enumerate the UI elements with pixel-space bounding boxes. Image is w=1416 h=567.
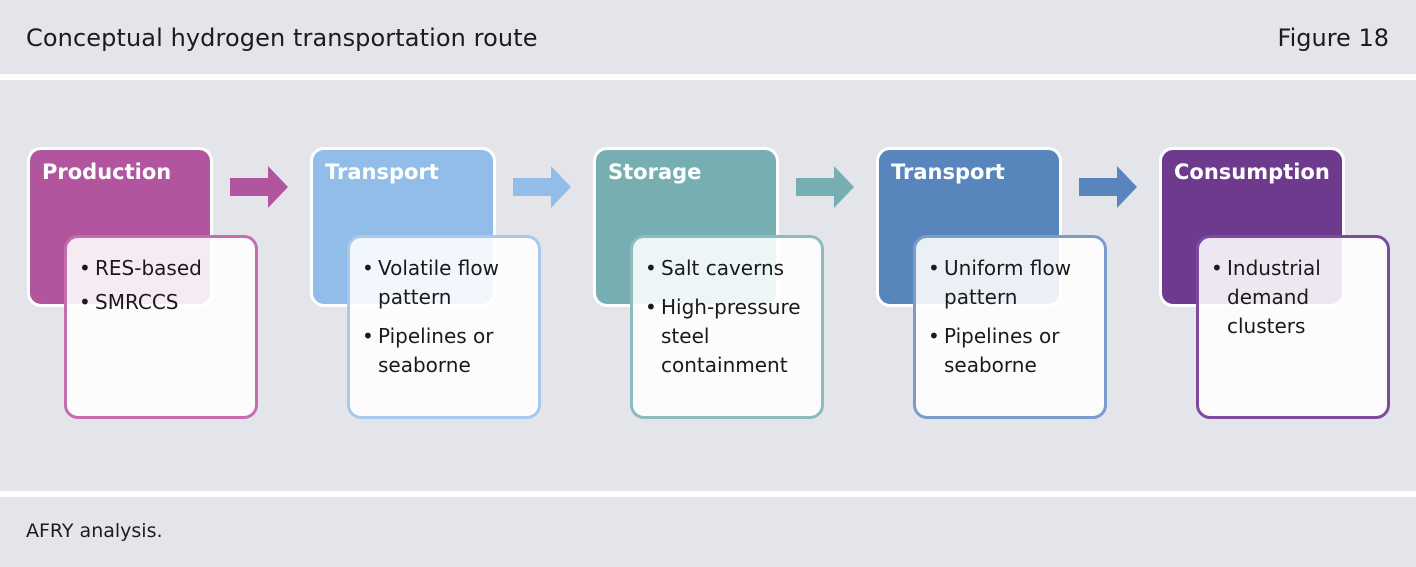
flow-arrow-icon — [230, 166, 288, 208]
source-note: AFRY analysis. — [26, 520, 163, 542]
footer-band — [0, 497, 1416, 567]
stage-title: Storage — [608, 160, 702, 184]
arrow-shape — [513, 166, 571, 208]
stage-title: Production — [42, 160, 172, 184]
detail-item: Salt caverns — [645, 254, 811, 283]
stage-transport-2-details: Uniform flow pattern Pipelines or seabor… — [913, 235, 1107, 419]
stage-title: Consumption — [1174, 160, 1330, 184]
stage-production-details: RES-based SMRCCS — [64, 235, 258, 419]
detail-item: Volatile flow pattern — [362, 254, 528, 312]
detail-item: High-pressure steel containment — [645, 293, 811, 380]
stage-storage-details: Salt caverns High-pressure steel contain… — [630, 235, 824, 419]
detail-item: RES-based — [79, 254, 245, 283]
stage-transport-details: Volatile flow pattern Pipelines or seabo… — [347, 235, 541, 419]
header-band — [0, 0, 1416, 74]
arrow-shape — [230, 166, 288, 208]
flow-arrow-icon — [513, 166, 571, 208]
stage-title: Transport — [891, 160, 1005, 184]
flow-arrow-icon — [1079, 166, 1137, 208]
arrow-shape — [796, 166, 854, 208]
stage-consumption-details: Industrial demand clusters — [1196, 235, 1390, 419]
detail-item: SMRCCS — [79, 288, 245, 317]
detail-item: Pipelines or seaborne — [362, 322, 528, 380]
detail-item: Uniform flow pattern — [928, 254, 1094, 312]
figure-number: Figure 18 — [1277, 24, 1389, 52]
arrow-shape — [1079, 166, 1137, 208]
figure-title: Conceptual hydrogen transportation route — [26, 24, 538, 52]
detail-item: Industrial demand clusters — [1211, 254, 1377, 341]
flow-arrow-icon — [796, 166, 854, 208]
stage-title: Transport — [325, 160, 439, 184]
detail-item: Pipelines or seaborne — [928, 322, 1094, 380]
